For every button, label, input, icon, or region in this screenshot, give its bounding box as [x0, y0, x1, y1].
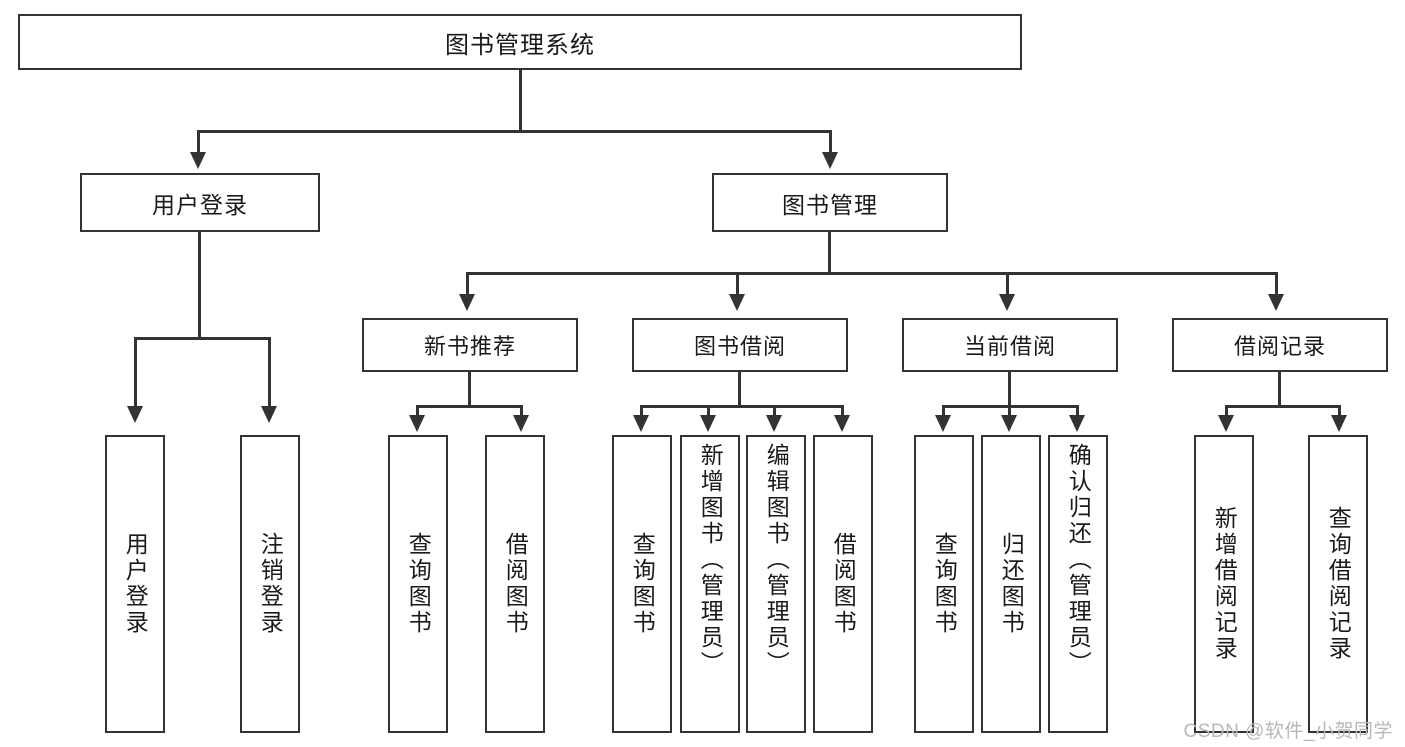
arrow-to-leaf-edit-book [766, 415, 782, 432]
arrow-to-current-borrow [999, 294, 1015, 311]
node-root-label: 图书管理系统 [445, 31, 595, 59]
connector-bb-drop-3 [773, 405, 776, 417]
arrow-to-leaf-query-record [1331, 415, 1347, 432]
node-leaf-user-logout-label: 注销登录 [257, 532, 284, 636]
connector-bb-drop-1 [640, 405, 643, 417]
connector-br-stem [1278, 372, 1281, 408]
connector-nbr-bus [416, 405, 523, 408]
arrow-to-leaf-query-book-2 [633, 415, 649, 432]
node-leaf-confirm-return[interactable]: 确认归还（管理员） [1048, 435, 1108, 733]
node-leaf-user-login-label: 用户登录 [122, 532, 149, 636]
arrow-to-leaf-borrow-book-1 [513, 415, 529, 432]
connector-user-login-drop-1 [134, 337, 137, 409]
arrow-to-leaf-user-logout [261, 406, 277, 423]
node-root[interactable]: 图书管理系统 [18, 14, 1022, 70]
connector-root-drop-right [829, 130, 832, 155]
connector-cb-drop-1 [942, 405, 945, 417]
connector-bb-drop-2 [707, 405, 710, 417]
connector-cb-drop-2 [1008, 405, 1011, 417]
node-new-book-recommend-label: 新书推荐 [423, 334, 516, 359]
node-leaf-return-book-label: 归还图书 [998, 532, 1025, 636]
node-leaf-query-record[interactable]: 查询借阅记录 [1308, 435, 1368, 733]
connector-br-drop-2 [1338, 405, 1341, 417]
arrow-to-user-login [190, 152, 206, 169]
node-leaf-query-book-1-label: 查询图书 [405, 532, 432, 636]
arrow-to-leaf-add-record [1218, 415, 1234, 432]
node-leaf-edit-book[interactable]: 编辑图书（管理员） [746, 435, 806, 733]
connector-bb-drop-4 [841, 405, 844, 417]
node-leaf-query-book-2[interactable]: 查询图书 [612, 435, 672, 733]
node-leaf-add-book[interactable]: 新增图书（管理员） [680, 435, 740, 733]
node-leaf-user-logout[interactable]: 注销登录 [240, 435, 300, 733]
node-book-manage[interactable]: 图书管理 [712, 173, 948, 232]
node-leaf-query-book-1[interactable]: 查询图书 [388, 435, 448, 733]
connector-root-stem [519, 70, 522, 132]
node-current-borrow[interactable]: 当前借阅 [902, 318, 1118, 372]
connector-book-manage-stem [828, 232, 831, 274]
arrow-to-leaf-add-book [700, 415, 716, 432]
connector-nbr-drop-2 [520, 405, 523, 417]
node-leaf-add-record-label: 新增借阅记录 [1211, 506, 1238, 662]
connector-user-login-stem [198, 232, 201, 339]
node-leaf-query-book-2-label: 查询图书 [629, 532, 656, 636]
arrow-to-book-borrow [729, 294, 745, 311]
arrow-to-leaf-confirm-return [1069, 415, 1085, 432]
node-leaf-query-book-3[interactable]: 查询图书 [914, 435, 974, 733]
node-leaf-query-book-3-label: 查询图书 [931, 532, 958, 636]
node-user-login-label: 用户登录 [152, 191, 248, 218]
node-leaf-add-record[interactable]: 新增借阅记录 [1194, 435, 1254, 733]
node-leaf-add-book-label: 新增图书（管理员） [697, 443, 724, 677]
connector-bb-stem [738, 372, 741, 408]
node-leaf-confirm-return-label: 确认归还（管理员） [1065, 443, 1092, 677]
node-user-login[interactable]: 用户登录 [80, 173, 320, 232]
arrow-to-leaf-borrow-book-2 [834, 415, 850, 432]
arrow-to-leaf-query-book-1 [409, 415, 425, 432]
arrow-to-leaf-query-book-3 [935, 415, 951, 432]
node-leaf-borrow-book-1-label: 借阅图书 [502, 532, 529, 636]
connector-nbr-stem [468, 372, 471, 408]
node-leaf-query-record-label: 查询借阅记录 [1325, 506, 1352, 662]
node-leaf-borrow-book-2-label: 借阅图书 [830, 532, 857, 636]
connector-root-bus [197, 130, 832, 133]
node-leaf-borrow-book-2[interactable]: 借阅图书 [813, 435, 873, 733]
arrow-to-book-manage [822, 152, 838, 169]
arrow-to-borrow-record [1268, 294, 1284, 311]
connector-nbr-drop-1 [416, 405, 419, 417]
node-leaf-return-book[interactable]: 归还图书 [981, 435, 1041, 733]
connector-root-drop-left [197, 130, 200, 155]
node-leaf-borrow-book-1[interactable]: 借阅图书 [485, 435, 545, 733]
connector-book-manage-drop-2 [736, 272, 739, 297]
node-leaf-user-login[interactable]: 用户登录 [105, 435, 165, 733]
connector-br-bus [1225, 405, 1341, 408]
node-book-borrow[interactable]: 图书借阅 [632, 318, 848, 372]
node-new-book-recommend[interactable]: 新书推荐 [362, 318, 578, 372]
connector-book-manage-drop-1 [466, 272, 469, 297]
arrow-to-leaf-user-login [127, 406, 143, 423]
node-book-manage-label: 图书管理 [782, 191, 878, 218]
connector-br-drop-1 [1225, 405, 1228, 417]
connector-cb-drop-3 [1076, 405, 1079, 417]
node-leaf-edit-book-label: 编辑图书（管理员） [763, 443, 790, 677]
arrow-to-leaf-return-book [1001, 415, 1017, 432]
node-borrow-record-label: 借阅记录 [1233, 334, 1326, 359]
node-book-borrow-label: 图书借阅 [693, 334, 786, 359]
connector-book-manage-bus [466, 272, 1278, 275]
connector-user-login-drop-2 [268, 337, 271, 409]
connector-cb-stem [1008, 372, 1011, 408]
node-borrow-record[interactable]: 借阅记录 [1172, 318, 1388, 372]
node-current-borrow-label: 当前借阅 [963, 334, 1056, 359]
connector-user-login-bus [134, 337, 271, 340]
arrow-to-new-book-recommend [459, 294, 475, 311]
connector-book-manage-drop-3 [1006, 272, 1009, 297]
connector-bb-bus [640, 405, 844, 408]
connector-book-manage-drop-4 [1275, 272, 1278, 297]
